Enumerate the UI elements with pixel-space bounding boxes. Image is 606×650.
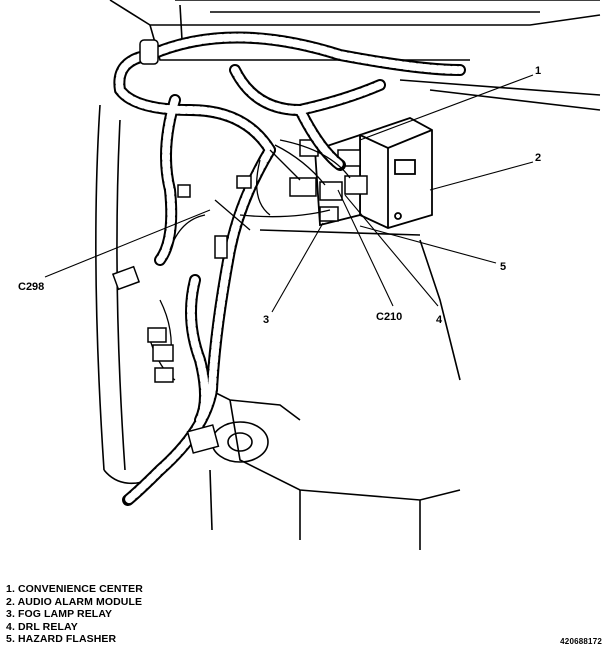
legend-item-hazard-flasher: 5. HAZARD FLASHER: [6, 633, 117, 645]
leader-line-2: [429, 161, 534, 191]
legend-item-convenience-center: 1. CONVENIENCE CENTER: [6, 583, 143, 595]
leader-lines: [44, 74, 534, 313]
leader-line-5: [359, 225, 497, 264]
leader-line-4: [344, 194, 439, 307]
leader-line-1: [359, 74, 534, 141]
callout-3: 3: [263, 314, 269, 326]
callout-5: 5: [500, 261, 506, 273]
callout-2: 2: [535, 152, 541, 164]
callout-c298: C298: [18, 281, 44, 293]
callout-4: 4: [436, 314, 443, 326]
connectors: [111, 39, 252, 454]
component-legend: 1. CONVENIENCE CENTER 2. AUDIO ALARM MOD…: [6, 583, 143, 646]
callout-c210: C210: [376, 311, 402, 323]
figure-id: 420688172: [560, 637, 602, 646]
leader-line-c210: [337, 189, 394, 307]
leader-line-3: [271, 222, 324, 313]
leader-line-c298: [44, 209, 211, 278]
legend-item-drl-relay: 4. DRL RELAY: [6, 620, 78, 633]
callout-1: 1: [535, 65, 541, 77]
legend-item-audio-alarm-module: 2. AUDIO ALARM MODULE: [6, 595, 143, 608]
legend-item-fog-lamp-relay: 3. FOG LAMP RELAY: [6, 608, 113, 620]
harness-bundles: [113, 31, 466, 506]
